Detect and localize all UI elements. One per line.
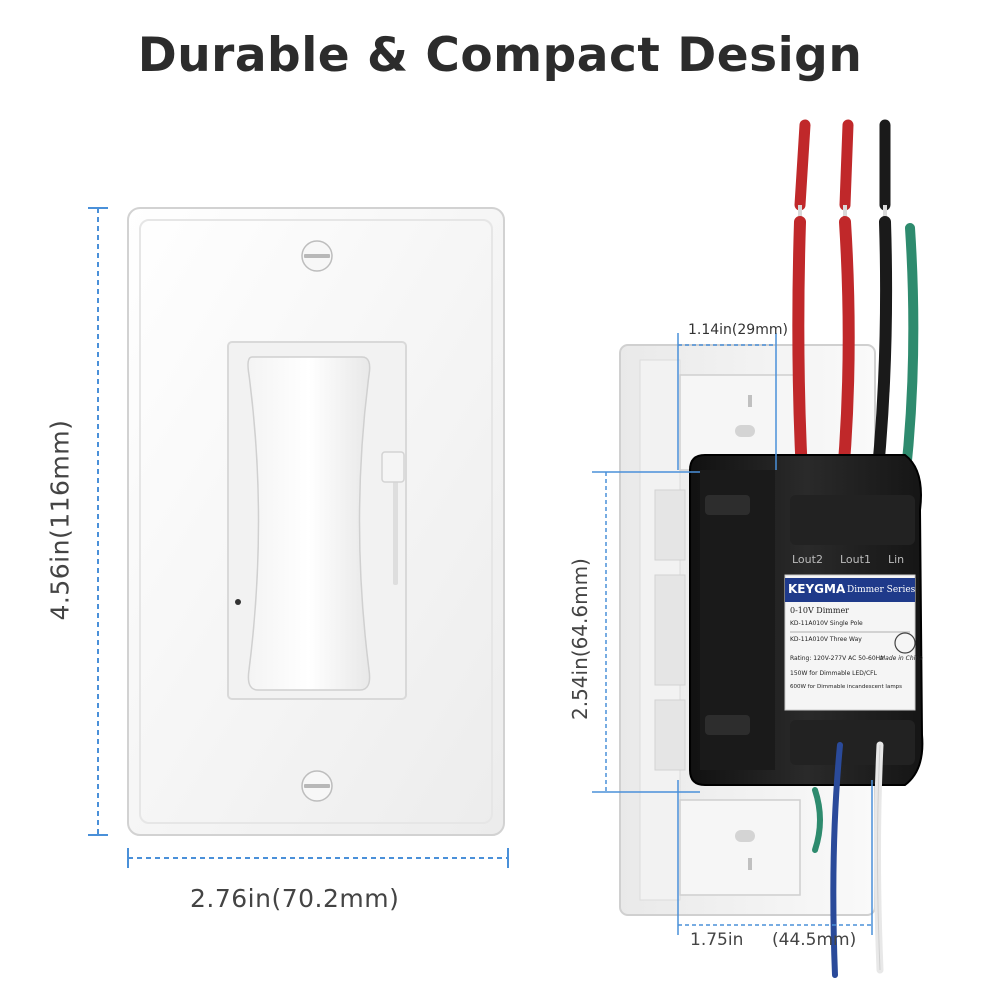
dimension-module-height [592,471,700,793]
label-plate-height: 4.56in(116mm) [45,419,75,621]
module-series: Dimmer Series [847,585,916,595]
led-indicator [235,599,241,605]
module-brand: KEYGMA [788,582,846,596]
wire-blue [830,742,843,978]
module-option-single: KD-11A010V Single Pole [790,620,863,627]
dimension-module-width [677,333,777,470]
label-module-height: 2.54in(64.6mm) [568,558,592,720]
dimmer-slider-knob [381,451,405,483]
terminal-label-out1: Lout1 [840,553,871,566]
screw-bottom [301,770,333,802]
module-rating: Rating: 120V-277V AC 50-60Hz [790,655,884,662]
dimmer-slider-track [393,480,398,585]
rocker-paddle [247,356,371,691]
module-incandescent-rating: 600W for Dimmable incandescent lamps [790,684,903,690]
label-module-width: 1.14in(29mm) [688,322,788,338]
module-origin: Made in China [880,655,923,662]
module-product: 0-10V Dimmer [790,606,849,615]
dimmer-module [689,454,924,786]
wire-white [874,741,884,974]
terminal-label-lin: Lin [888,553,905,566]
dimension-plate-width [127,848,509,868]
label-module-depth-mm: (44.5mm) [772,930,857,950]
module-option-three: KD-11A010V Three Way [790,636,862,643]
dimension-plate-height [88,207,108,836]
screw-top [301,240,333,272]
label-plate-width: 2.76in(70.2mm) [190,884,400,913]
headline: Durable & Compact Design [137,28,863,83]
label-module-depth-in: 1.75in [690,930,744,950]
wall-plate-front [127,207,505,836]
dimension-module-depth [677,780,873,935]
terminal-label-out2: Lout2 [792,553,823,566]
module-led-rating: 150W for Dimmable LED/CFL [790,670,877,677]
wire-green-bottom [812,787,823,853]
